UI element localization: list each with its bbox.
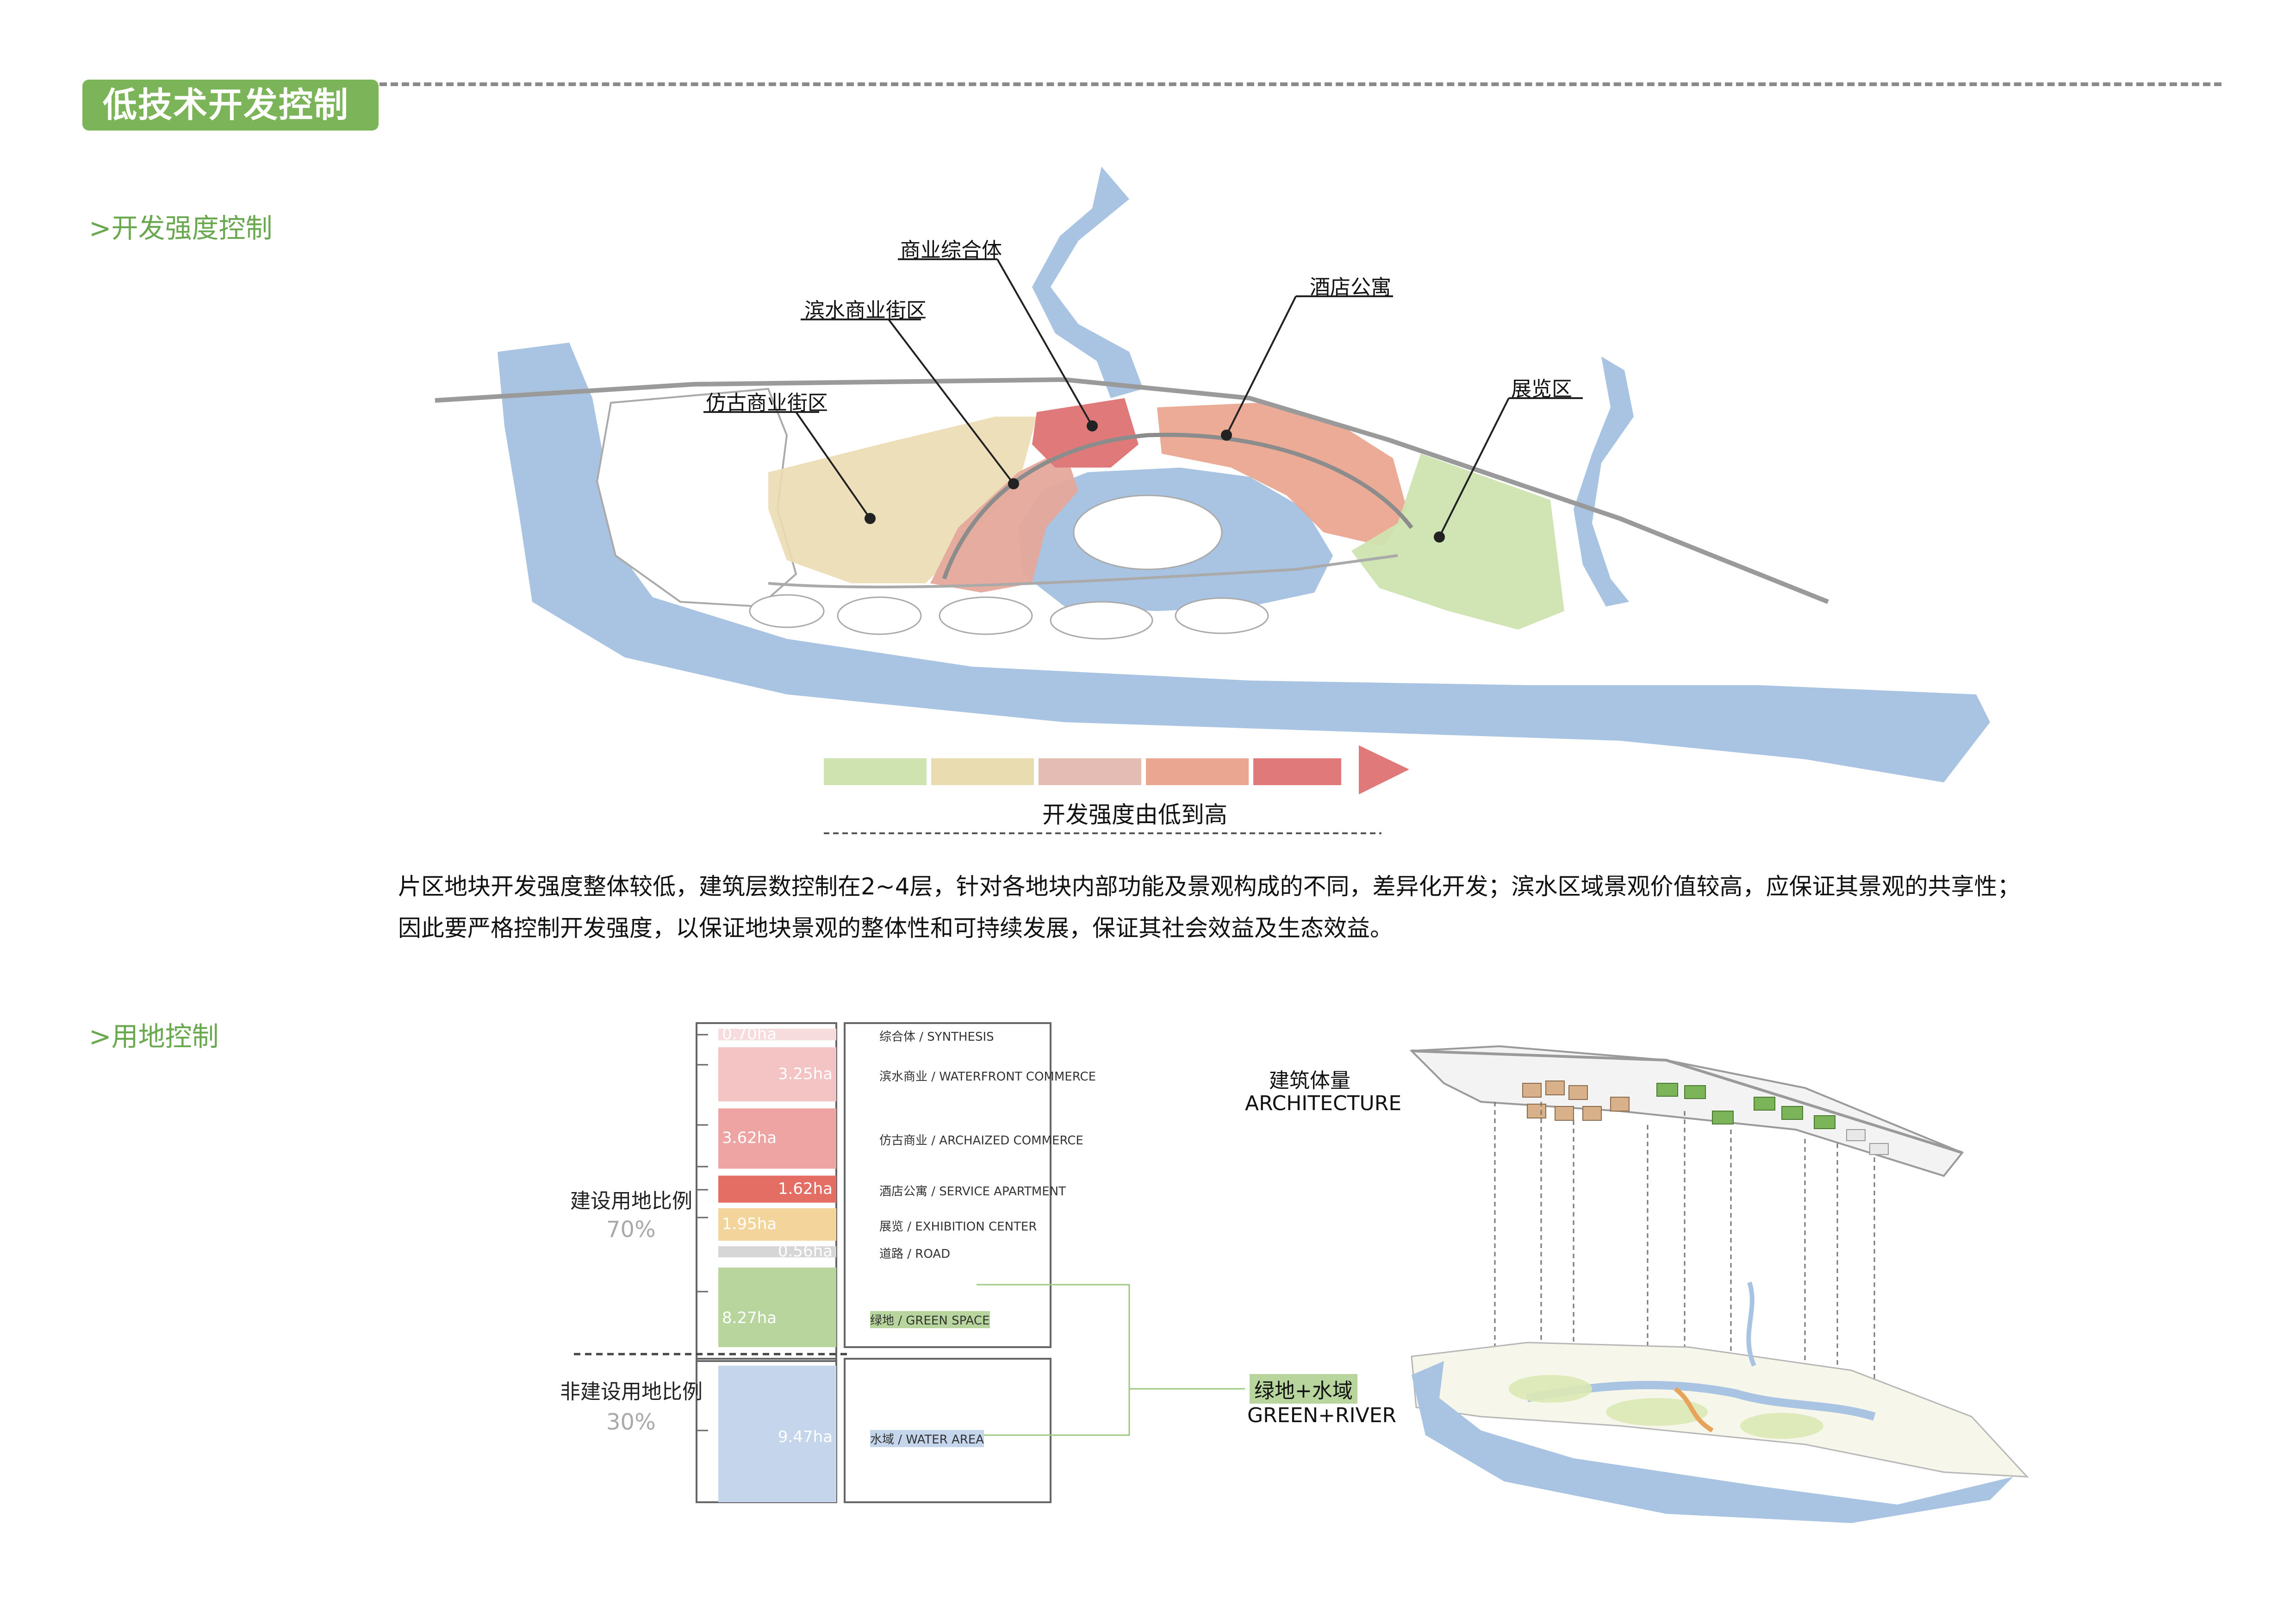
arch-buildings-grey [1846, 1129, 1889, 1155]
left-axis-ticks [697, 1034, 708, 1431]
bar-value-label: 0.70ha [722, 1024, 777, 1043]
callout-underlines [703, 258, 1583, 413]
tributary-east [1574, 356, 1634, 606]
green-river-connectors [977, 1284, 1245, 1436]
land-use-bar [718, 1268, 836, 1347]
land-use-bar [718, 1246, 836, 1258]
land-use-category-label: 综合体 / SYNTHESIS [879, 1030, 994, 1044]
land-use-category-label: 展览 / EXHIBITION CENTER [879, 1219, 1037, 1234]
land-use-category-label: 绿地 / GREEN SPACE [870, 1311, 990, 1329]
intensity-legend-block [931, 758, 1034, 785]
zone-waterfront-commercial [930, 449, 1078, 593]
construction-land-label: 建设用地比例 [570, 1189, 692, 1213]
land-use-category-label: 仿古商业 / ARCHAIZED COMMERCE [879, 1134, 1083, 1148]
zone-commercial-complex [1032, 398, 1139, 468]
zone-exhibition [1351, 454, 1564, 630]
island-3 [939, 596, 1033, 635]
paragraph-line-2: 因此要严格控制开发强度，以保证地块景观的整体性和可持续发展，保证其社会效益及生态… [398, 915, 1393, 942]
land-use-bar [718, 1208, 836, 1241]
arch-platform [1409, 1045, 1964, 1177]
intensity-legend-block [1039, 758, 1141, 785]
land-use-category-label: 道路 / ROAD [879, 1247, 951, 1262]
bar-value-label: 8.27ha [722, 1309, 777, 1328]
callout-hotel-apartment: 酒店公寓 [1310, 275, 1391, 299]
green-river-label-cn: 绿地+水域 [1250, 1374, 1357, 1404]
land-use-bar [718, 1047, 836, 1102]
callout-commercial-complex: 商业综合体 [900, 238, 1002, 262]
callout-waterfront-street: 滨水商业街区 [804, 299, 927, 322]
green-river-water [1412, 1361, 2013, 1523]
land-use-bar [718, 1366, 836, 1502]
island-4 [1050, 601, 1153, 640]
intensity-legend-blocks [824, 758, 1341, 785]
intensity-legend-block [824, 758, 927, 785]
intensity-arrow-head [1359, 745, 1409, 794]
tributary-north [1032, 167, 1143, 398]
zone-antique-commercial [768, 417, 1037, 583]
page-title: 低技术开发控制 [82, 80, 379, 131]
land-use-bar [718, 1108, 836, 1169]
arch-buildings-green [1656, 1083, 1836, 1129]
callout-exhibition: 展览区 [1511, 377, 1572, 401]
section-title-intensity: >开发强度控制 [89, 212, 273, 244]
land-use-bar [718, 1029, 836, 1041]
main-road [435, 377, 1829, 604]
callout-antique-street: 仿古商业街区 [706, 391, 828, 415]
construction-land-pct: 70% [606, 1217, 656, 1243]
green-river-orange-stream [1674, 1387, 1714, 1433]
non-construction-land-label: 非建设用地比例 [560, 1380, 703, 1404]
ring-road [942, 432, 1413, 580]
island-6 [1073, 494, 1223, 570]
callout-leaders [795, 259, 1510, 543]
island-1 [749, 594, 825, 628]
non-construction-land-pct: 30% [606, 1409, 656, 1435]
river [498, 343, 1990, 782]
chart-bars [718, 1029, 836, 1502]
architecture-label-en: ARCHITECTURE [1245, 1092, 1402, 1115]
island-5 [1175, 597, 1269, 634]
title-divider [380, 82, 2221, 86]
land-use-category-label: 水域 / WATER AREA [870, 1430, 984, 1447]
island-2 [837, 596, 922, 635]
section-title-landuse: >用地控制 [89, 1021, 219, 1052]
land-use-category-label: 酒店公寓 / SERVICE APARTMENT [879, 1184, 1066, 1199]
bar-value-label: 1.62ha [778, 1179, 833, 1198]
arch-buildings-brown [1522, 1081, 1630, 1121]
intensity-legend-block [1253, 758, 1341, 785]
inner-road [768, 554, 1398, 589]
bar-value-label: 3.62ha [722, 1129, 777, 1148]
bar-value-label: 0.56ha [778, 1242, 833, 1261]
green-river-label-en: GREEN+RIVER [1247, 1404, 1397, 1427]
green-river-tributary [1746, 1281, 1756, 1367]
paragraph-line-1: 片区地块开发强度整体较低，建筑层数控制在2~4层，针对各地块内部功能及景观构成的… [398, 873, 2021, 900]
green-river-patches [1509, 1375, 1823, 1439]
bar-value-label: 3.25ha [778, 1064, 833, 1083]
land-use-category-label: 滨水商业 / WATERFRONT COMMERCE [879, 1069, 1096, 1084]
arch-road [1411, 1049, 1963, 1154]
bar-value-label: 9.47ha [778, 1428, 833, 1446]
bar-value-label: 1.95ha [722, 1214, 777, 1233]
architecture-label-cn: 建筑体量 [1269, 1069, 1350, 1093]
intensity-legend-block [1146, 758, 1249, 785]
land-use-bar [718, 1175, 836, 1203]
intensity-legend-label: 开发强度由低到高 [1042, 801, 1227, 828]
